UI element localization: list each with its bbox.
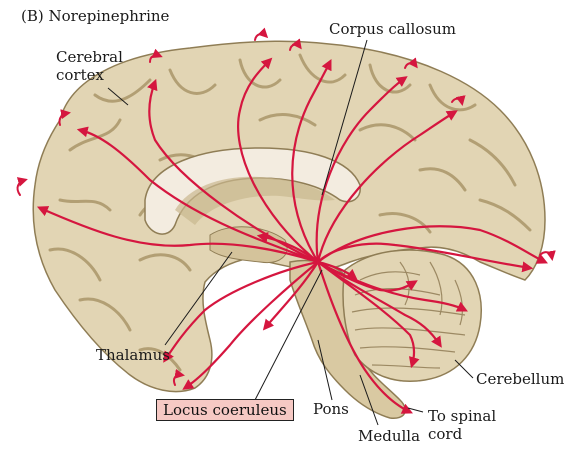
cerebral-cortex-label-line2: cortex (56, 67, 104, 84)
corpus-callosum-label: Corpus callosum (329, 21, 456, 38)
thalamus-label: Thalamus (96, 347, 170, 364)
figure-title: (B) Norepinephrine (21, 8, 169, 25)
to-spinal-cord-label-line1: To spinal (428, 408, 496, 425)
to-spinal-cord-label-line2: cord (428, 426, 462, 443)
cerebellum-label: Cerebellum (476, 371, 564, 388)
cerebral-cortex-label-line1: Cerebral (56, 49, 123, 66)
medulla-label: Medulla (358, 428, 420, 445)
pons-label: Pons (313, 401, 349, 418)
locus-coeruleus-label: Locus coeruleus (156, 399, 294, 421)
